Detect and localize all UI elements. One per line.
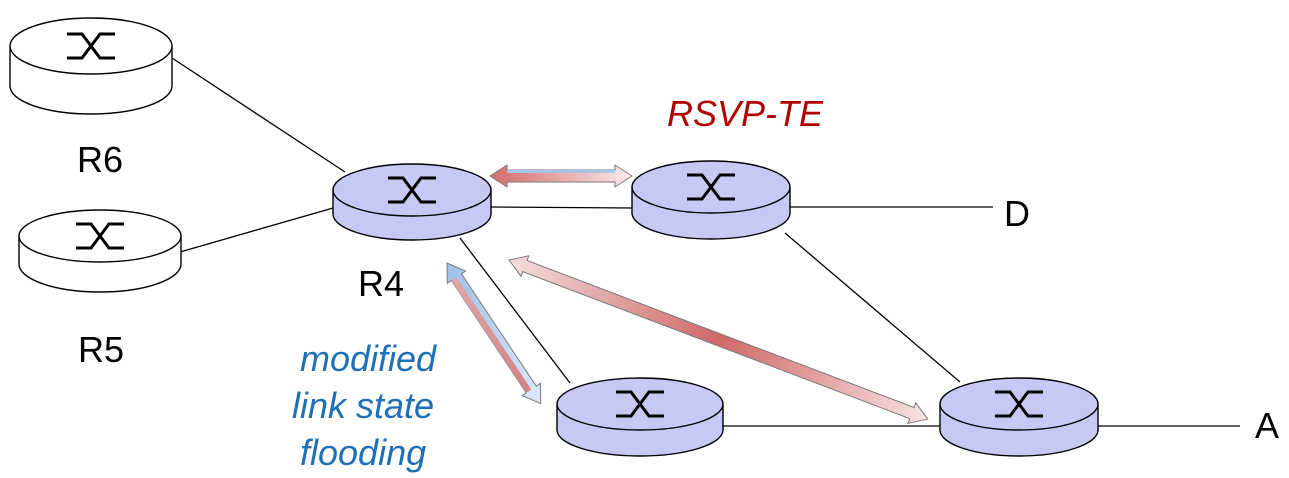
router-x-icon [76,222,124,250]
flooding-label-line3: flooding [300,432,426,473]
router-x-icon [67,32,115,60]
rsvp-arrow-r4-a [508,255,929,425]
link-r6-r4 [171,57,346,173]
link-r4-d [489,206,634,209]
flooding-label-line2: link state [292,385,434,426]
rsvp-te-label: RSVP-TE [667,93,824,134]
router-r5-label: R5 [78,329,124,370]
rsvp-arrow-r4-d [489,164,633,188]
arrows [446,164,929,425]
flooding-label-line1: modified [300,338,437,379]
router-r6-label: R6 [77,139,123,180]
router-r5 [18,209,182,293]
link-r5-r4 [179,207,334,253]
router-r4-label: R4 [358,263,404,304]
link-r4-bottom [459,237,571,384]
router-x-icon [388,176,436,204]
router-x-icon [995,390,1043,418]
links [171,57,1240,427]
router-bottom [556,377,724,457]
router-x-icon [687,173,735,201]
router-r6 [9,17,173,115]
endpoint-a-label: A [1255,405,1279,446]
flooding-arrow-r4-bottom [446,262,542,405]
router-r4 [332,163,492,241]
endpoint-d-label: D [1004,193,1030,234]
router-d [631,160,791,240]
link-d-a [784,232,961,383]
router-x-icon [616,390,664,418]
router-a [939,377,1099,457]
